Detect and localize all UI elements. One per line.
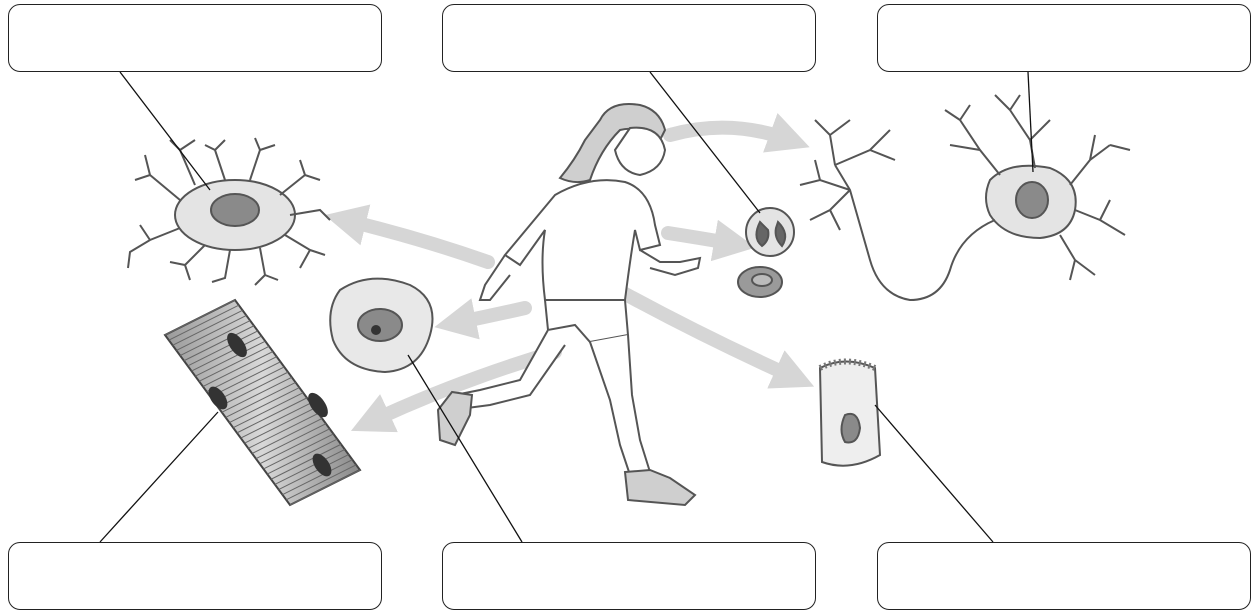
neuron xyxy=(800,95,1130,300)
bone-cell-nucleus xyxy=(211,194,259,226)
red-blood-cell xyxy=(738,267,782,297)
leader-line-top-left xyxy=(120,72,210,190)
label-box-top-left[interactable] xyxy=(8,4,382,72)
bone-cell xyxy=(128,138,330,285)
leader-line-top-right xyxy=(1028,72,1033,172)
runner-figure xyxy=(438,104,700,505)
neuron-nucleus xyxy=(1016,182,1048,218)
round-cell-nucleus xyxy=(358,309,402,341)
arrow-to-epithelial-cell xyxy=(618,290,795,378)
label-box-bottom-center[interactable] xyxy=(442,542,816,610)
epithelial-cell-nucleus xyxy=(842,414,861,443)
label-box-top-right[interactable] xyxy=(877,4,1251,72)
white-blood-cell xyxy=(746,208,794,256)
leader-line-bottom-right xyxy=(875,405,993,542)
label-box-top-center[interactable] xyxy=(442,4,816,72)
leader-line-bottom-left xyxy=(100,412,218,542)
label-box-bottom-right[interactable] xyxy=(877,542,1251,610)
arrow-to-bone-cell xyxy=(345,220,488,262)
arrow-to-blood-cells xyxy=(668,233,735,244)
round-cell xyxy=(330,279,432,372)
epithelial-cell xyxy=(820,362,880,466)
arrow-to-neuron xyxy=(670,128,790,140)
label-box-bottom-left[interactable] xyxy=(8,542,382,610)
arrow-to-fat-cell xyxy=(455,308,525,323)
leader-line-top-center xyxy=(650,72,760,213)
